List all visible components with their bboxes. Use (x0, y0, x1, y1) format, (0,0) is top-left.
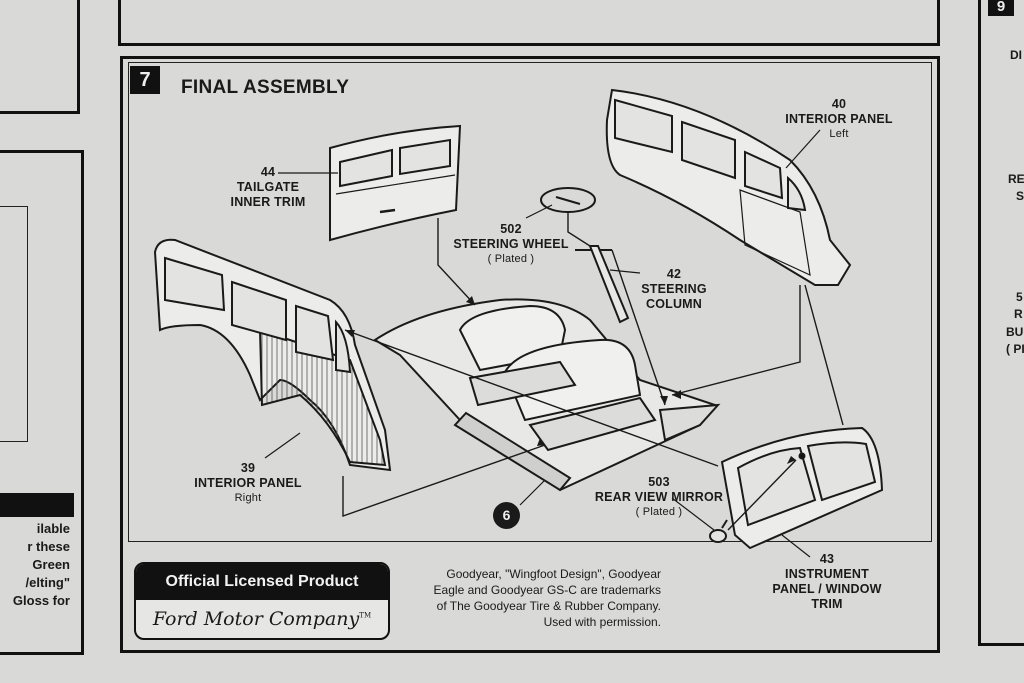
right-fragment-line-6: BU (1006, 325, 1024, 339)
step-inner-panel (128, 62, 932, 542)
instrument-panel-drawing (720, 426, 884, 550)
chassis-body-drawing (373, 298, 721, 492)
left-note-fragment: ilable r these Green /elting" Gloss for (12, 521, 70, 608)
left-frame-top (0, 0, 80, 114)
step-number: 7 (130, 66, 160, 94)
next-step-number: 9 (988, 0, 1014, 16)
license-brand: Ford Motor CompanyTM (152, 608, 372, 630)
interior-panel-right-drawing (153, 238, 392, 472)
left-inner-panel (0, 206, 28, 442)
license-box: Official Licensed Product Ford Motor Com… (134, 562, 390, 640)
leader-lines (264, 129, 821, 558)
license-heading: Official Licensed Product (136, 564, 388, 600)
right-fragment-line-4: 5 (1016, 290, 1023, 304)
rear-view-mirror-drawing (709, 519, 728, 543)
assembly-arrows (342, 212, 844, 531)
right-fragment-line-2: RE (1008, 172, 1024, 186)
part-label-44: 44 TAILGATE INNER TRIM (230, 165, 306, 209)
right-fragment-line-5: R (1014, 307, 1023, 321)
part-label-502: 502 STEERING WHEEL ( Plated ) (453, 222, 569, 265)
part-label-39: 39 INTERIOR PANEL Right (194, 461, 302, 504)
license-tm: TM (359, 611, 372, 620)
steering-column-drawing (575, 245, 630, 324)
subassembly-badge: 6 (493, 502, 520, 529)
steering-wheel-drawing (540, 187, 596, 213)
trademark-notice: Goodyear, "Wingfoot Design", Goodyear Ea… (433, 567, 661, 629)
interior-panel-left-drawing (605, 88, 852, 286)
tailgate-inner-trim-drawing (329, 124, 462, 242)
right-fragment-line-1: DI (1010, 48, 1022, 62)
left-note-header-bar (0, 493, 74, 517)
right-fragment-line-3: S (1016, 189, 1024, 203)
part-label-42: 42 STEERING COLUMN (641, 267, 707, 311)
part-label-40: 40 INTERIOR PANEL Left (785, 97, 893, 140)
step-title: FINAL ASSEMBLY (181, 77, 350, 98)
previous-step-frame-top (118, 0, 940, 46)
part-label-503: 503 REAR VIEW MIRROR ( Plated ) (594, 475, 724, 518)
left-frame-bottom (0, 150, 84, 655)
right-frame (978, 0, 1024, 646)
part-label-43: 43 INSTRUMENT PANEL / WINDOW TRIM (772, 552, 882, 611)
right-fragment-line-7: ( PI (1006, 342, 1024, 356)
step-frame (120, 56, 940, 653)
arrow-heads (345, 296, 796, 464)
